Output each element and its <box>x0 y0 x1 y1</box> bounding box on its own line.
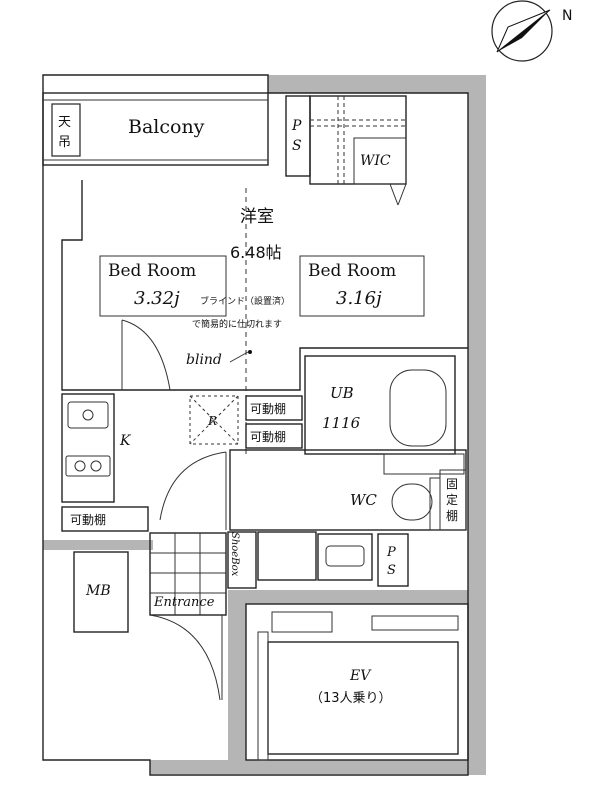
shelf-1-label: 可動棚 <box>250 401 286 416</box>
upper-shelf-label: 上部棚 <box>262 552 301 567</box>
fixed-shelf <box>439 469 467 531</box>
ps-top-label-1: P <box>291 118 302 134</box>
kitchen-label: K <box>119 433 132 449</box>
toilet-icon <box>391 483 433 521</box>
blind-note-1: ブラインド（設置済） <box>200 295 290 307</box>
blind-note-2: で簡易的に仕切れます <box>192 318 282 330</box>
ev-label: EV <box>349 668 372 684</box>
tenpuku-label-1: 天 <box>58 115 71 130</box>
western-room-size: 6.48帖 <box>230 243 282 262</box>
compass-icon: N <box>491 0 572 62</box>
wall-top-right <box>268 75 468 93</box>
bedroom-left-label: Bed Room <box>108 261 196 281</box>
ps-bottom-label-1: P <box>386 545 396 560</box>
outer-wall <box>42 74 469 776</box>
ub-size: 1116 <box>322 414 361 432</box>
fixed-shelf-label-2: 定 <box>446 492 458 507</box>
bedroom-right-label: Bed Room <box>308 261 396 281</box>
wall-right <box>468 75 486 775</box>
entrance: Entrance <box>149 532 227 701</box>
shelf-kitchen-label: 可動棚 <box>70 512 106 527</box>
wall-ev-top <box>228 590 486 604</box>
meter-box <box>73 551 129 633</box>
stove-icon <box>65 455 111 477</box>
bedroom-left-size: 3.32j <box>134 288 180 309</box>
shelf-2 <box>245 423 303 449</box>
wall-left-lower <box>43 540 153 550</box>
balcony: 天 吊 Balcony <box>42 92 269 166</box>
entrance-label: Entrance <box>153 595 215 610</box>
mb-label: MB <box>85 583 111 599</box>
wall-bottom <box>150 760 486 774</box>
wc-label: WC <box>350 491 377 509</box>
blind-label: blind <box>186 352 222 368</box>
fixed-shelf-label-3: 棚 <box>446 508 458 523</box>
kitchen: K <box>61 393 132 503</box>
sink-icon <box>67 401 109 429</box>
bathtub-icon <box>389 369 447 447</box>
western-room <box>61 180 468 391</box>
unit-bath <box>304 355 456 455</box>
shelf-kitchen <box>61 506 149 532</box>
bedroom-right-size: 3.16j <box>336 288 382 309</box>
western-room-label: 洋室 <box>240 207 274 227</box>
ps-bottom-label-2: S <box>387 563 396 578</box>
bedroom-left-frame <box>99 255 227 317</box>
balcony-label: Balcony <box>128 116 205 138</box>
upper-shelf <box>257 531 317 581</box>
washbasin-icon <box>325 545 365 567</box>
refrigerator-label: R <box>207 414 217 428</box>
ub-label: UB <box>330 384 354 402</box>
shoebox-label: ShoeBox <box>229 532 240 577</box>
ps-top-label-2: S <box>292 138 302 154</box>
wet-area: UB 1116 WC 固 定 棚 <box>229 355 467 531</box>
compass-north-label: N <box>562 8 572 24</box>
elevator: EV （13人乗り） <box>245 603 469 761</box>
washbasin <box>317 533 373 581</box>
ev-capacity: （13人乗り） <box>310 691 392 706</box>
shoebox <box>227 531 257 589</box>
ps-bottom <box>377 533 409 587</box>
fixed-shelf-label-1: 固 <box>446 477 458 491</box>
wall-shaft <box>228 600 246 770</box>
tenpuku-storage <box>51 103 81 157</box>
bedroom-right-frame <box>299 255 425 317</box>
wic-label: WIC <box>360 153 391 169</box>
shelf-1 <box>245 395 303 421</box>
tenpuku-label-2: 吊 <box>58 135 71 150</box>
shelf-2-label: 可動棚 <box>250 429 286 444</box>
closet-area: P S WIC <box>285 95 407 206</box>
wic <box>309 95 407 185</box>
